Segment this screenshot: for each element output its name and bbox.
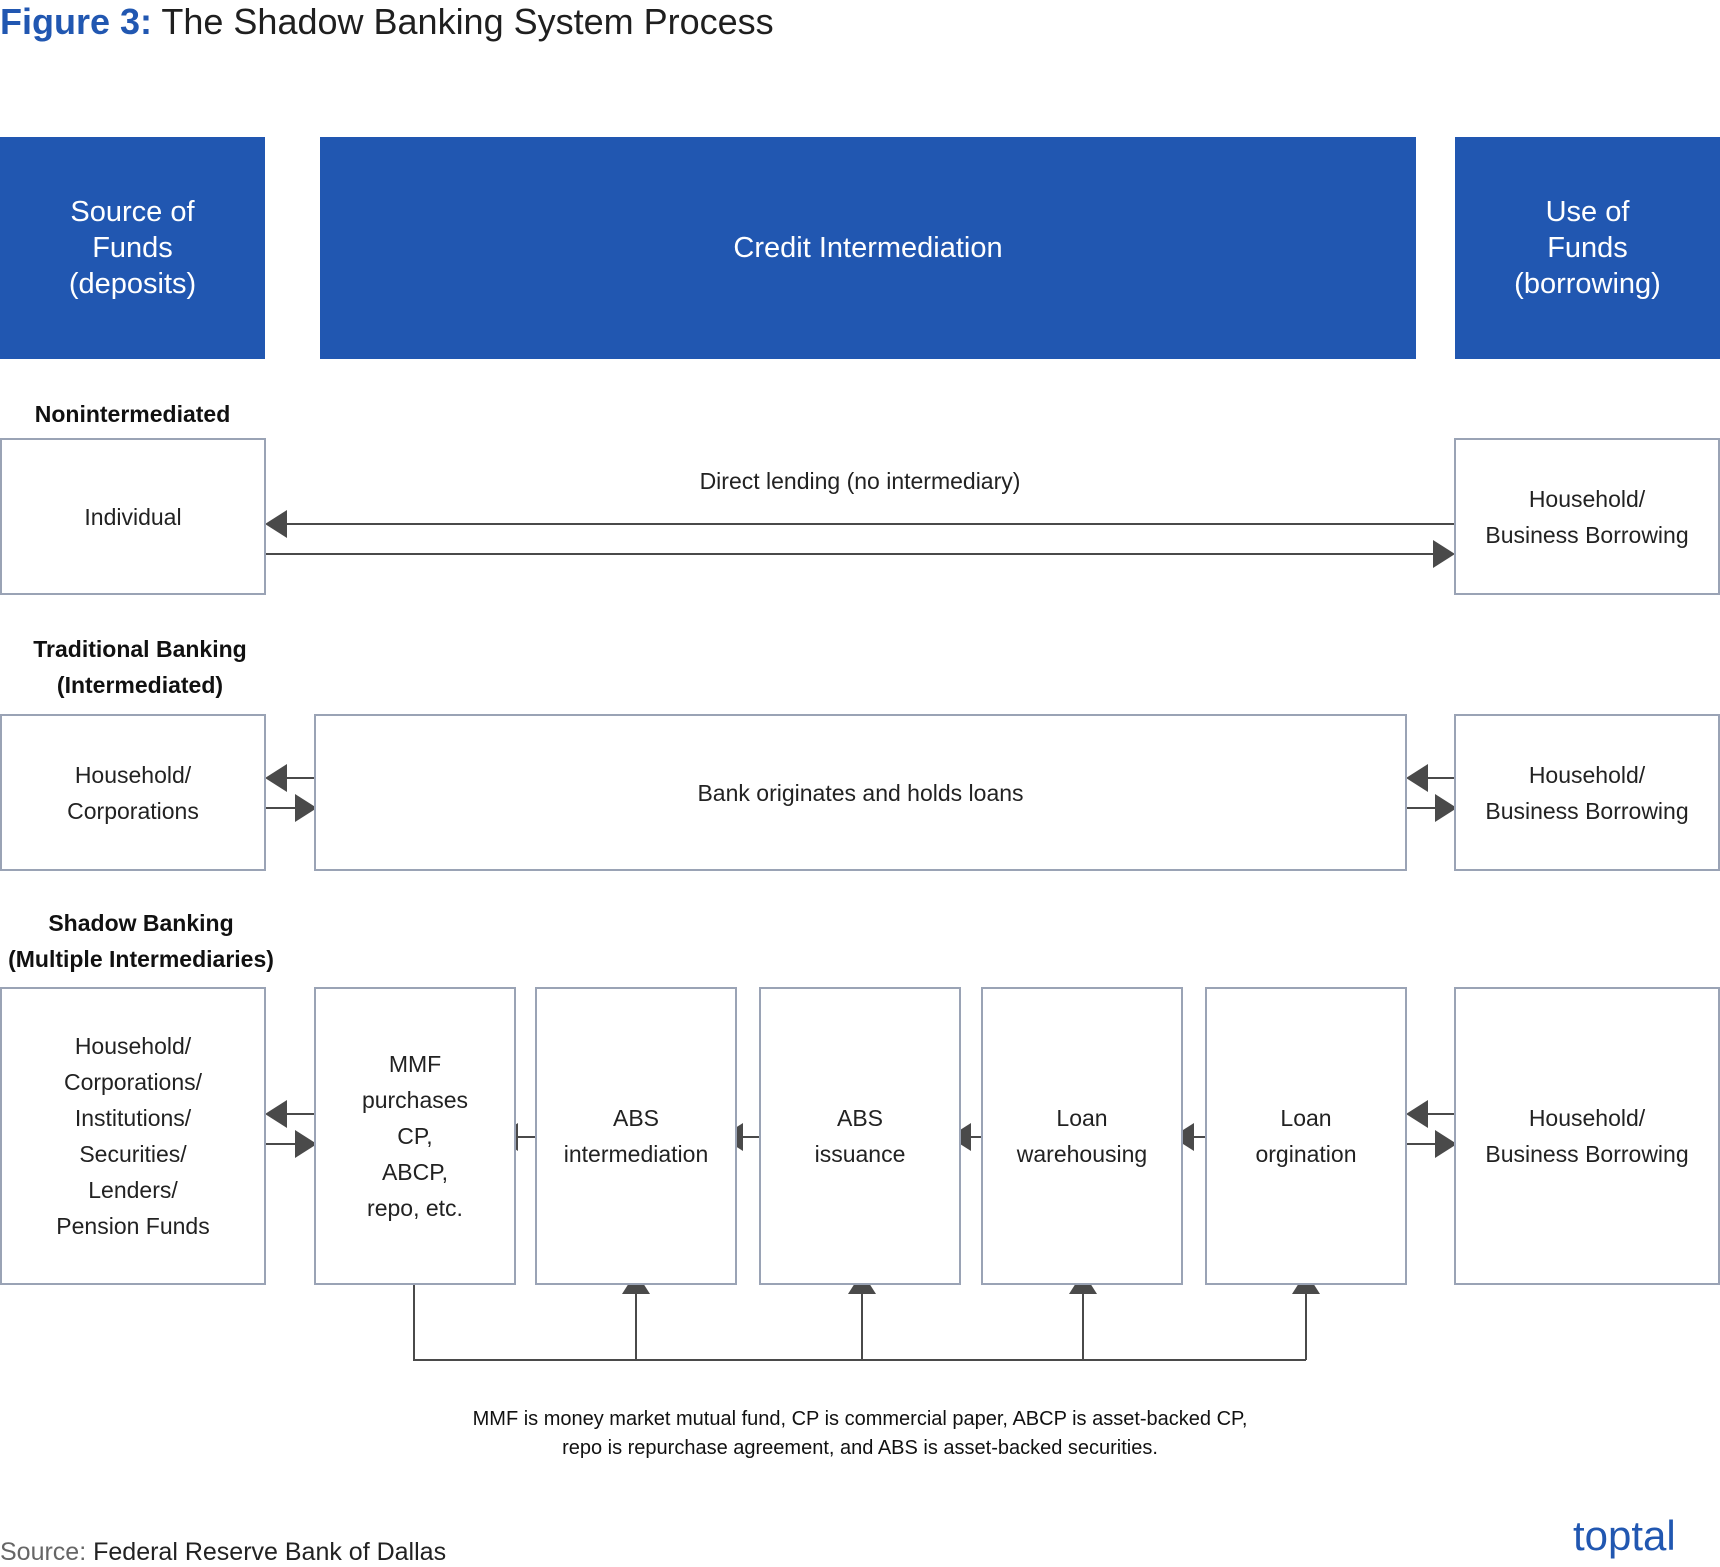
shadow-source-box: Household/ Corporations/ Institutions/ S… <box>0 987 266 1285</box>
figure-title-text: The Shadow Banking System Process <box>161 1 774 42</box>
shadow-step-mmf: MMF purchases CP, ABCP, repo, etc. <box>314 987 516 1285</box>
trad-source-box: Household/ Corporations <box>0 714 266 871</box>
figure-label: Figure 3: <box>0 1 153 42</box>
shadow-source-label: Household/ Corporations/ Institutions/ S… <box>56 1033 210 1239</box>
footnote: MMF is money market mutual fund, CP is c… <box>472 1408 1248 1459</box>
direct-lending-label: Direct lending (no intermediary) <box>699 468 1021 494</box>
shadow-step-loan-origination: Loan orgination <box>1205 987 1407 1285</box>
header-use-of-funds: Use of Funds (borrowing) <box>1455 137 1720 359</box>
section-label-nonintermediated: Nonintermediated <box>34 401 231 427</box>
toptal-logo-text: toptal <box>1573 1512 1676 1559</box>
source-text: Federal Reserve Bank of Dallas <box>93 1538 447 1566</box>
shadow-step-abs-intermediation: ABS intermediation <box>535 987 737 1285</box>
source-label: Source: <box>0 1538 87 1566</box>
trad-bank-box: Bank originates and holds loans <box>314 714 1407 871</box>
arrowhead <box>265 510 287 538</box>
nonint-use-box: Household/ Business Borrowing <box>1454 438 1720 595</box>
shadow-step-loan-warehousing: Loan warehousing <box>981 987 1183 1285</box>
shadow-step-label: Loan warehousing <box>1016 1105 1148 1167</box>
trad-use-box: Household/ Business Borrowing <box>1454 714 1720 871</box>
nonint-source-box: Individual <box>0 438 266 595</box>
toptal-logo: toptal <box>1573 1512 1676 1560</box>
header-source-of-funds: Source of Funds (deposits) <box>0 137 265 359</box>
shadow-step-label: ABS issuance <box>814 1105 906 1167</box>
section-label-traditional: Traditional Banking (Intermediated) <box>33 636 247 698</box>
header-credit-intermediation: Credit Intermediation <box>320 137 1416 359</box>
nonint-use-label: Household/ Business Borrowing <box>1485 485 1689 548</box>
shadow-step-label: Loan orgination <box>1255 1105 1357 1167</box>
nonint-source-label: Individual <box>84 503 182 530</box>
shadow-use-box: Household/ Business Borrowing <box>1454 987 1720 1285</box>
trad-source-label: Household/ Corporations <box>67 761 199 824</box>
header-source-label: Source of Funds (deposits) <box>68 196 197 300</box>
header-use-label: Use of Funds (borrowing) <box>1514 196 1661 300</box>
source-credit: Source: Federal Reserve Bank of Dallas <box>0 1537 446 1567</box>
trad-bank-label: Bank originates and holds loans <box>697 779 1024 806</box>
trad-use-label: Household/ Business Borrowing <box>1485 761 1689 824</box>
section-label-shadow: Shadow Banking (Multiple Intermediaries) <box>8 910 274 972</box>
shadow-use-label: Household/ Business Borrowing <box>1485 1105 1689 1167</box>
shadow-step-label: MMF purchases CP, ABCP, repo, etc. <box>361 1051 469 1221</box>
shadow-step-label: ABS intermediation <box>563 1105 709 1167</box>
figure-title: Figure 3: The Shadow Banking System Proc… <box>0 0 774 44</box>
header-credit-label: Credit Intermediation <box>733 232 1003 264</box>
shadow-step-abs-issuance: ABS issuance <box>759 987 961 1285</box>
arrowhead <box>1433 540 1455 568</box>
